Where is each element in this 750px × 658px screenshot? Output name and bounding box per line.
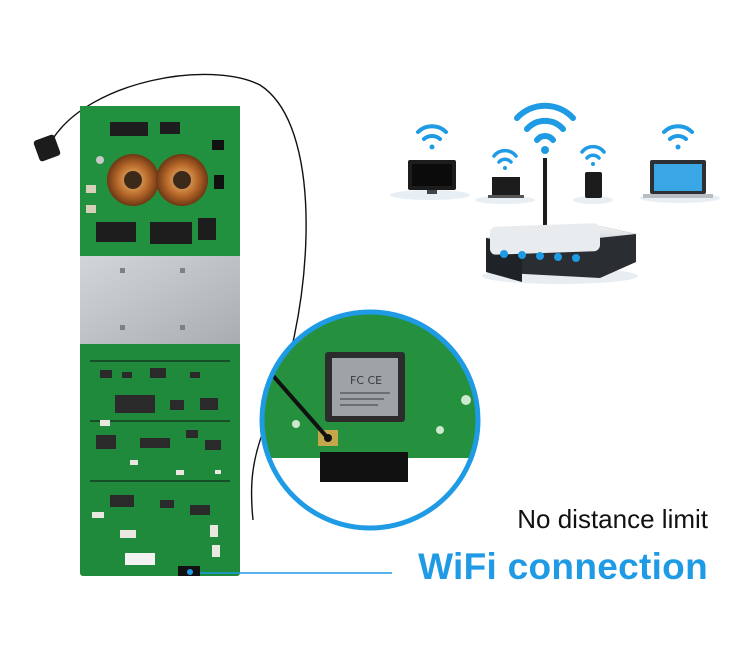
wifi-icon — [662, 124, 694, 150]
wifi-icon — [416, 124, 448, 150]
caption-title: WiFi connection — [418, 546, 708, 587]
wifi-icon — [492, 148, 518, 170]
heatsink-plate — [80, 256, 240, 344]
desktop-monitor-icon — [408, 160, 456, 194]
wifi-icon — [514, 102, 576, 154]
laptop-icon — [643, 160, 713, 198]
svg-text:FC CE: FC CE — [350, 374, 382, 387]
phone-icon — [585, 172, 602, 198]
caption-subtitle: No distance limit — [517, 504, 708, 534]
antenna-cable — [51, 73, 307, 521]
router-icon — [482, 158, 638, 284]
network-illustration — [390, 102, 720, 284]
antenna-connector-icon — [33, 134, 61, 162]
laptop-icon — [488, 177, 524, 198]
bms-pcb-board — [80, 106, 240, 576]
wifi-icon — [580, 144, 606, 166]
wifi-module-zoom: FC CE — [259, 309, 481, 531]
esp32-wifi-module — [332, 358, 398, 416]
